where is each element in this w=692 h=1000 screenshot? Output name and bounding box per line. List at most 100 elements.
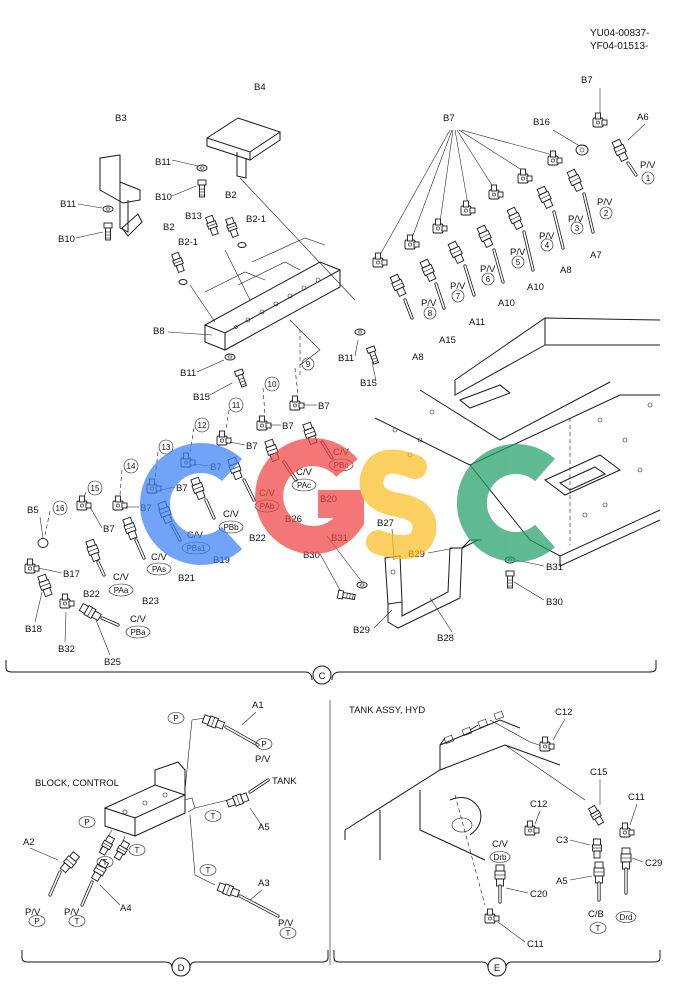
section-d-marker: D [171,957,191,977]
label-b11d: B11 [338,353,354,364]
section-c-artwork [24,112,661,629]
section-e-bracket [333,950,661,969]
label-d-pv-left: P/V [25,907,41,918]
label-cv-pba: C/V [130,614,147,625]
svg-text:11: 11 [232,401,241,410]
circled-9: 9 [301,357,315,371]
oval-d-t5: T [68,915,86,927]
svg-text:10: 10 [268,380,277,389]
doc-ref-2: YF04-01513- [590,41,648,52]
svg-text:15: 15 [91,484,100,493]
oval-d-p1: P [167,712,185,724]
label-a15: A15 [439,335,456,346]
oval-pbb: PBb [218,520,244,534]
label-b5: B5 [27,505,39,516]
label-b11c: B11 [180,368,196,379]
oval-d-t6: T [279,927,297,939]
svg-text:PAc: PAc [297,481,311,490]
label-a8b: A8 [412,352,424,363]
svg-text:PBa: PBa [130,628,146,637]
section-e-labels: TANK ASSY, HYD C12 C15 C11 C12 C3 C/V C2… [349,705,662,950]
svg-text:T: T [103,858,108,867]
label-cv-paa: C/V [113,572,130,583]
label-b2a: B2 [225,190,237,201]
svg-text:PBb: PBb [223,523,239,532]
svg-text:P: P [84,818,89,827]
oval-d-t2: T [199,864,217,876]
oval-d-p4: P [28,915,46,927]
oval-e-drb: Drb [489,851,511,863]
oval-pba: PBa [125,625,151,639]
svg-text:PAs: PAs [152,565,166,574]
label-b30a: B30 [303,550,320,561]
label-e-c3: C3 [556,835,568,846]
label-b11a: B11 [155,157,171,168]
section-c-bracket [5,660,657,681]
section-c-marker: C [312,665,332,685]
svg-text:3: 3 [575,224,580,233]
block-control-title: BLOCK, CONTROL [35,778,119,789]
cgsc-watermark [140,438,555,565]
label-b11b: B11 [60,199,76,210]
svg-text:T: T [135,846,140,855]
label-e-c11a: C11 [628,792,645,803]
svg-text:C: C [319,671,326,682]
label-b2b: B2 [163,222,175,233]
label-pv5: P/V [510,247,526,258]
label-a10a: A10 [527,282,544,293]
label-d-tank: TANK [272,776,297,787]
label-b32: B32 [58,644,75,655]
label-b13: B13 [185,211,202,222]
label-b15a: B15 [193,392,210,403]
circled-2: 2 [599,206,613,220]
label-b7-r2: B7 [282,421,294,432]
label-b29b: B29 [353,625,370,636]
circled-6: 6 [481,272,495,286]
label-b7-r1: B7 [318,401,330,412]
circled-4: 4 [540,238,554,252]
circled-14: 14 [123,458,139,474]
label-a6: A6 [637,112,649,123]
svg-text:T: T [206,866,211,875]
label-b4: B4 [254,82,266,93]
circled-5: 5 [511,255,525,269]
label-pv6: P/V [480,264,496,275]
svg-text:2: 2 [604,209,609,218]
section-d-labels: BLOCK, CONTROL A1 P/V TANK A5 A2 P/V P/V… [23,700,297,939]
svg-text:5: 5 [516,258,521,267]
label-pv2: P/V [597,197,613,208]
svg-text:7: 7 [456,292,461,301]
label-e-a5: A5 [556,876,568,887]
label-b23: B23 [142,596,159,607]
label-cv-pac: C/V [296,467,313,478]
label-d-pv-top: P/V [255,754,271,765]
oval-d-p2: P [255,738,273,750]
label-a10b: A10 [498,298,515,309]
label-pv3: P/V [568,214,584,225]
label-d-a1: A1 [252,700,264,711]
tank-assy-title: TANK ASSY, HYD [349,705,425,716]
label-b30b: B30 [546,597,563,608]
label-d-pv-mid: P/V [64,907,80,918]
label-e-c15: C15 [590,767,607,778]
label-e-c20: C20 [530,889,547,900]
label-d-a3: A3 [258,878,270,889]
oval-e-t: T [589,922,607,934]
label-d-a2: A2 [23,837,35,848]
label-b21: B21 [178,573,195,584]
circled-1: 1 [641,171,655,185]
label-d-a5: A5 [258,822,270,833]
svg-text:Drb: Drb [494,853,507,862]
svg-text:12: 12 [198,421,207,430]
label-b10a: B10 [155,192,172,203]
svg-text:Drd: Drd [620,913,633,922]
label-e-c11b: C11 [527,939,544,950]
section-e-marker: E [487,957,507,977]
label-b7-r5: B7 [176,483,188,494]
oval-pac: PAc [291,478,317,492]
label-b22a: B22 [249,533,266,544]
svg-text:8: 8 [428,309,433,318]
svg-text:P: P [34,917,39,926]
label-a8a: A8 [560,265,572,276]
label-b18: B18 [25,624,42,635]
